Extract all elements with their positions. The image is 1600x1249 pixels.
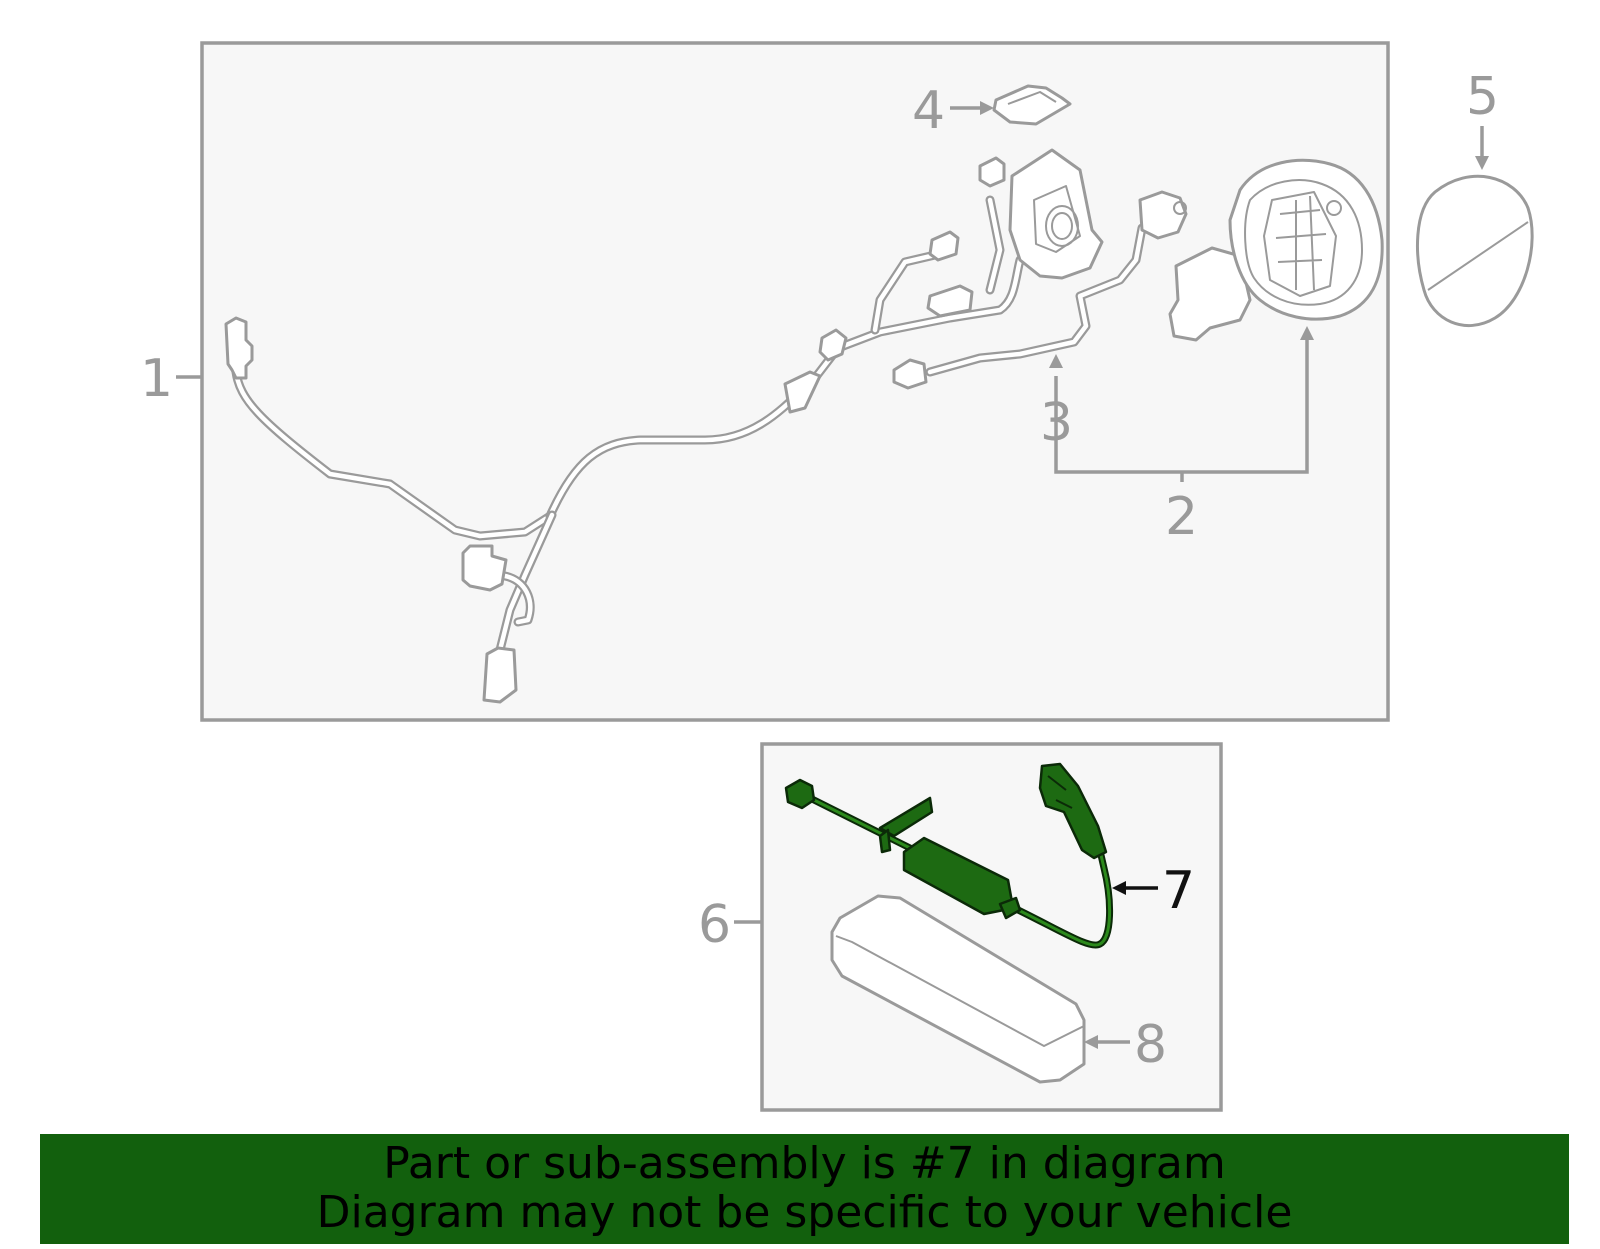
leader-lines xyxy=(176,101,1489,1049)
callout-5: 5 xyxy=(1466,67,1499,127)
part-7-charging-cable xyxy=(784,762,1114,949)
banner-line-part-number: Part or sub-assembly is #7 in diagram xyxy=(383,1138,1226,1189)
arrow-7 xyxy=(1112,881,1126,895)
callout-8: 8 xyxy=(1134,1015,1167,1075)
callout-1: 1 xyxy=(140,349,173,409)
callout-4: 4 xyxy=(912,81,945,141)
arrow-4 xyxy=(980,101,994,115)
arrow-3 xyxy=(1049,354,1063,368)
banner-line-disclaimer: Diagram may not be specific to your vehi… xyxy=(316,1187,1293,1238)
arrow-8 xyxy=(1084,1035,1098,1049)
wiring-harness xyxy=(224,156,1025,704)
charge-port-bracket xyxy=(1008,148,1104,280)
callout-7: 7 xyxy=(1162,861,1195,921)
callout-3: 3 xyxy=(1040,393,1073,453)
part-3-actuator xyxy=(892,190,1188,390)
part-4-clip xyxy=(992,84,1072,126)
arrow-2 xyxy=(1300,326,1314,340)
part-8-case xyxy=(830,894,1086,1084)
part-2-charge-door xyxy=(1168,158,1384,342)
part-5-cap xyxy=(1416,174,1534,328)
arrow-5 xyxy=(1475,156,1489,170)
info-banner: Part or sub-assembly is #7 in diagram Di… xyxy=(40,1134,1569,1244)
callout-6: 6 xyxy=(698,895,731,955)
callout-2: 2 xyxy=(1165,487,1198,547)
